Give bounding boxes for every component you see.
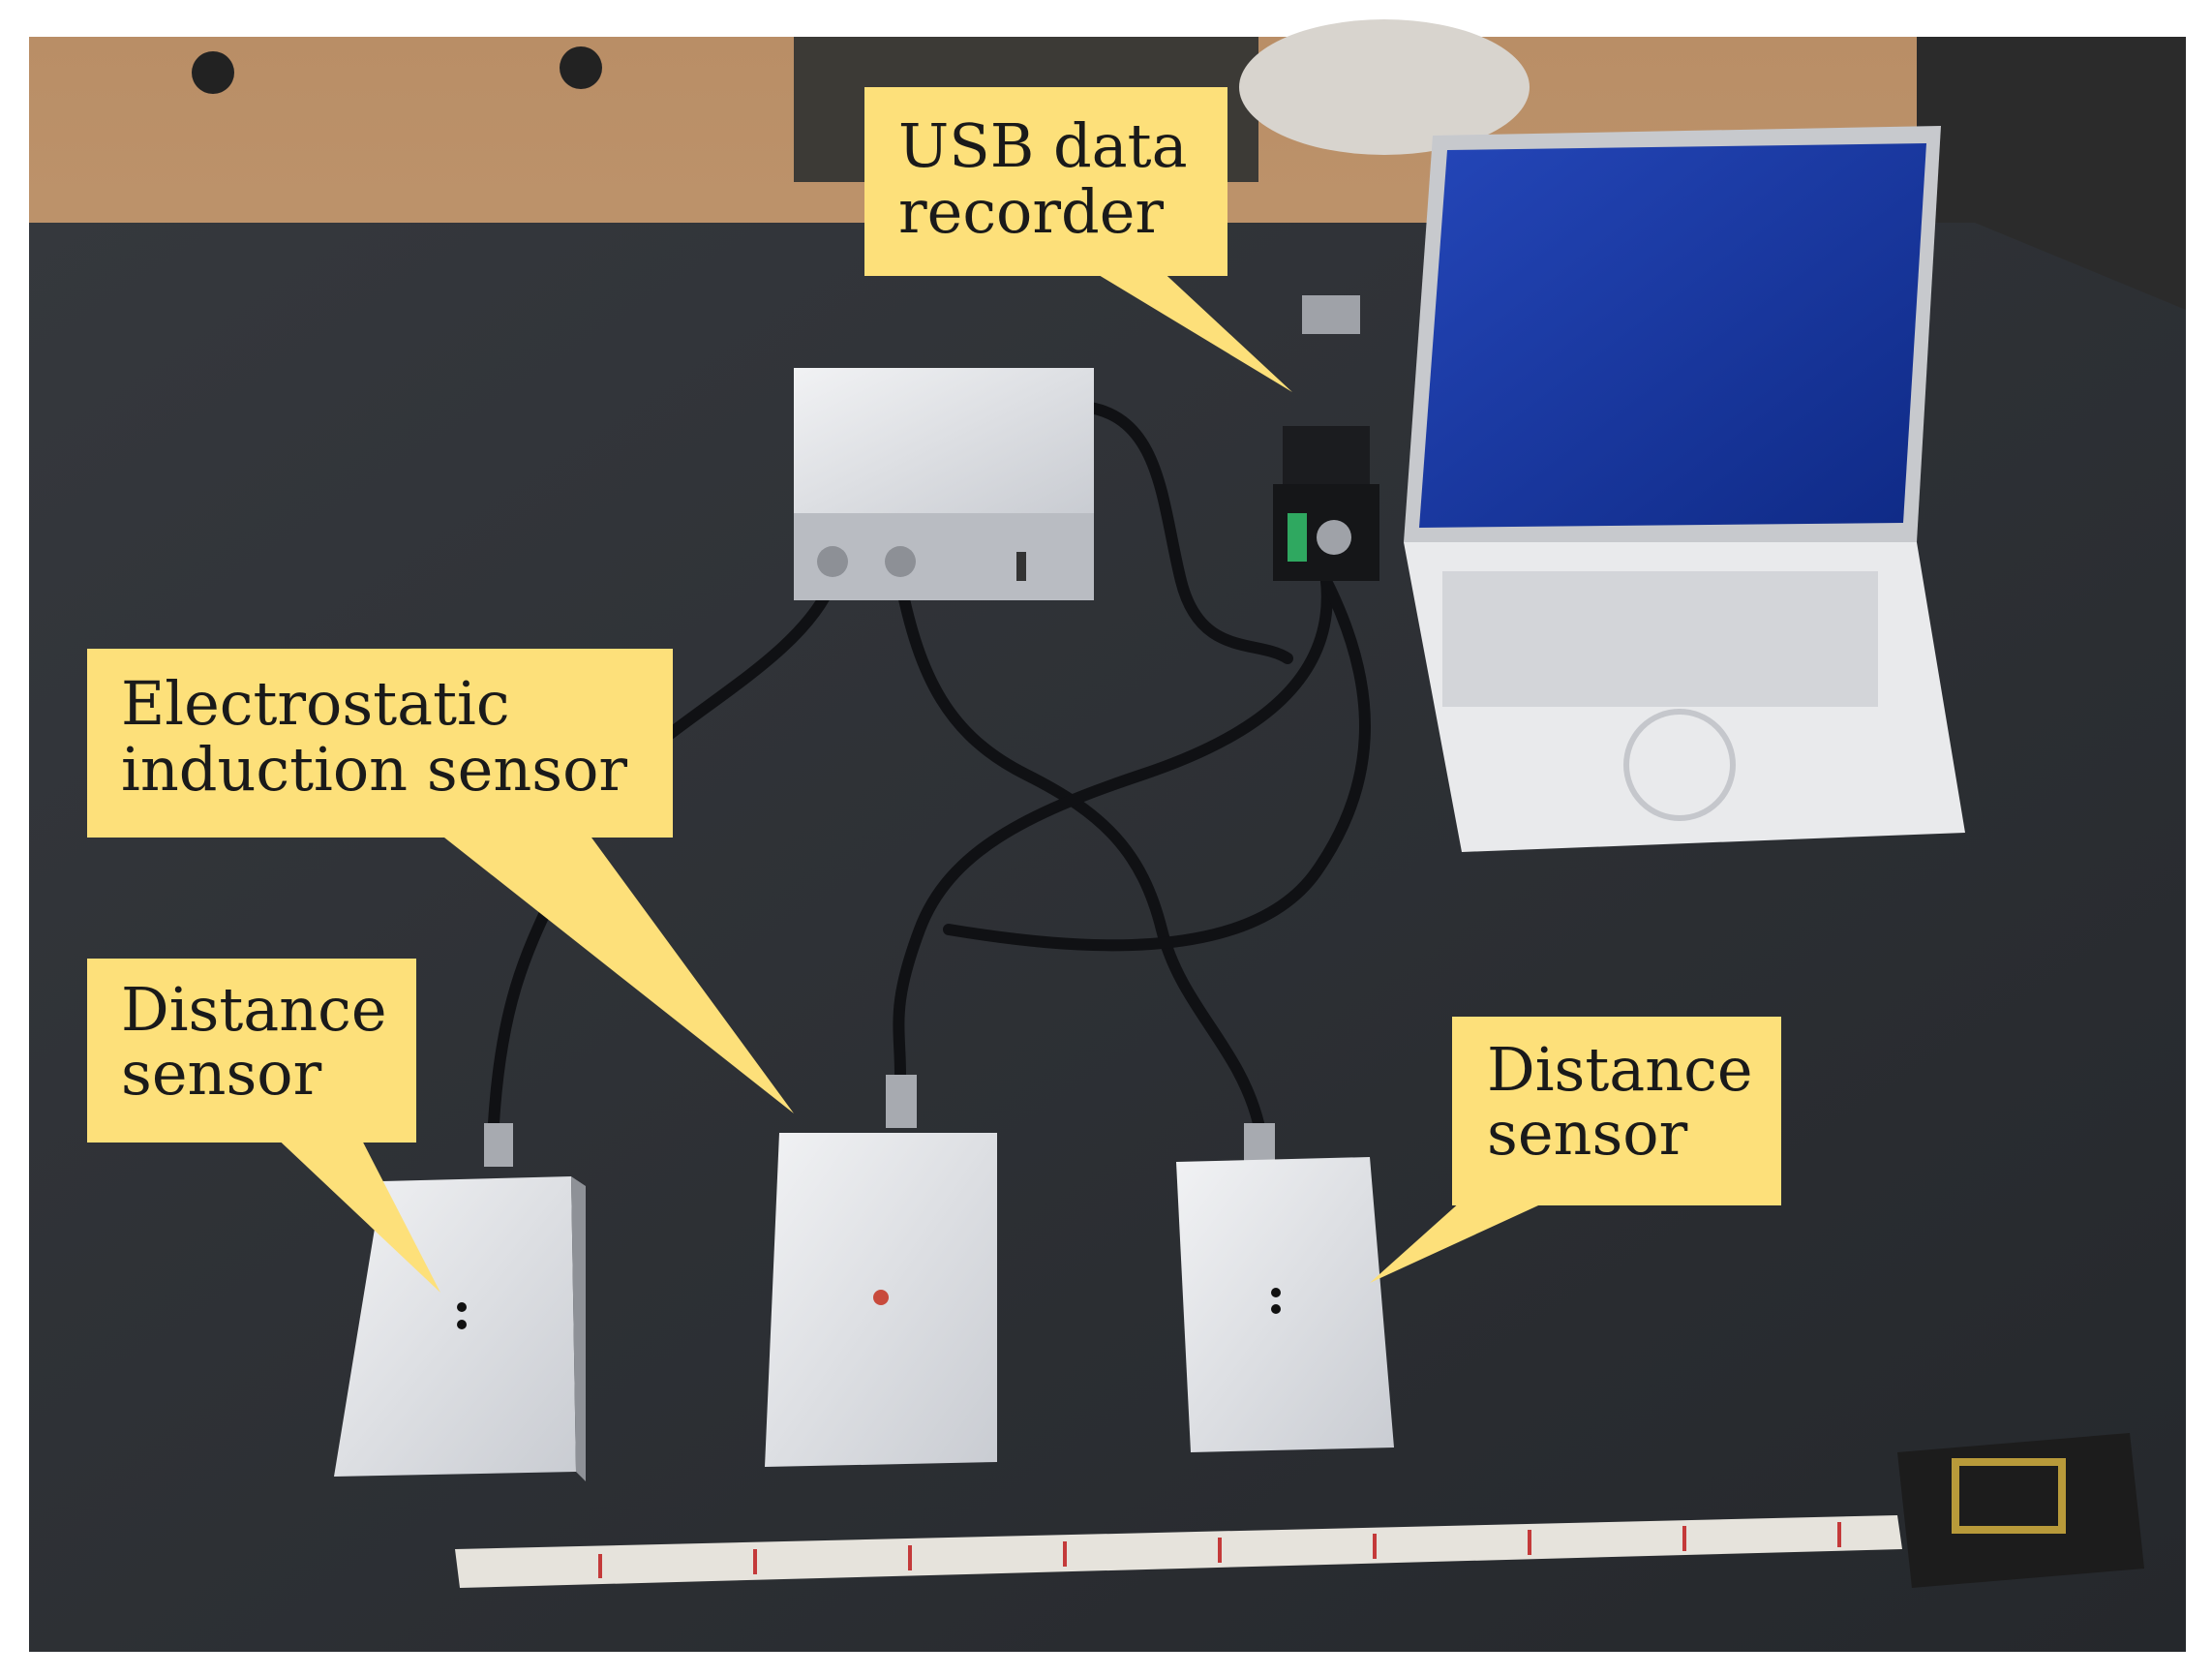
callout-distance-right-line1: Distance [1487, 1034, 1753, 1105]
distance-sensor-right-box [1176, 1123, 1394, 1452]
tape-markings [598, 1522, 1841, 1578]
laptop [1404, 126, 1965, 852]
cables [488, 401, 1371, 1129]
electrostatic-sensor-box [765, 1075, 997, 1467]
callout-usb-line1: USB data [898, 110, 1188, 181]
callout-electrostatic-line1: Electrostatic [121, 668, 510, 739]
callout-electrostatic-line2: induction sensor [121, 734, 627, 805]
measuring-tape [455, 1433, 2144, 1588]
laptop-touchpad [1623, 709, 1736, 821]
callout-distance-right-line2: sensor [1487, 1098, 1688, 1169]
background-chair [1239, 19, 1530, 155]
laptop-keys [1442, 571, 1878, 707]
chair-wheel [560, 46, 602, 89]
callout-distance-sensor-right: Distance sensor [1370, 1017, 1781, 1283]
photo [29, 19, 2186, 1652]
laptop-screen [1419, 143, 1926, 528]
callout-electrostatic-induction-sensor: Electrostatic induction sensor [87, 649, 794, 1113]
usb-recorder-device [1273, 295, 1379, 581]
callout-distance-sensor-left: Distance sensor [87, 959, 440, 1293]
amplifier-box [794, 368, 1094, 600]
callout-usb-line2: recorder [898, 176, 1164, 247]
tape-case [1897, 1433, 2144, 1588]
chair-wheel [192, 51, 234, 94]
callout-distance-left-line1: Distance [121, 974, 387, 1045]
callout-distance-left-line2: sensor [121, 1038, 322, 1109]
callout-usb-data-recorder: USB data recorder [864, 87, 1292, 392]
distance-sensor-left-box [334, 1123, 586, 1481]
